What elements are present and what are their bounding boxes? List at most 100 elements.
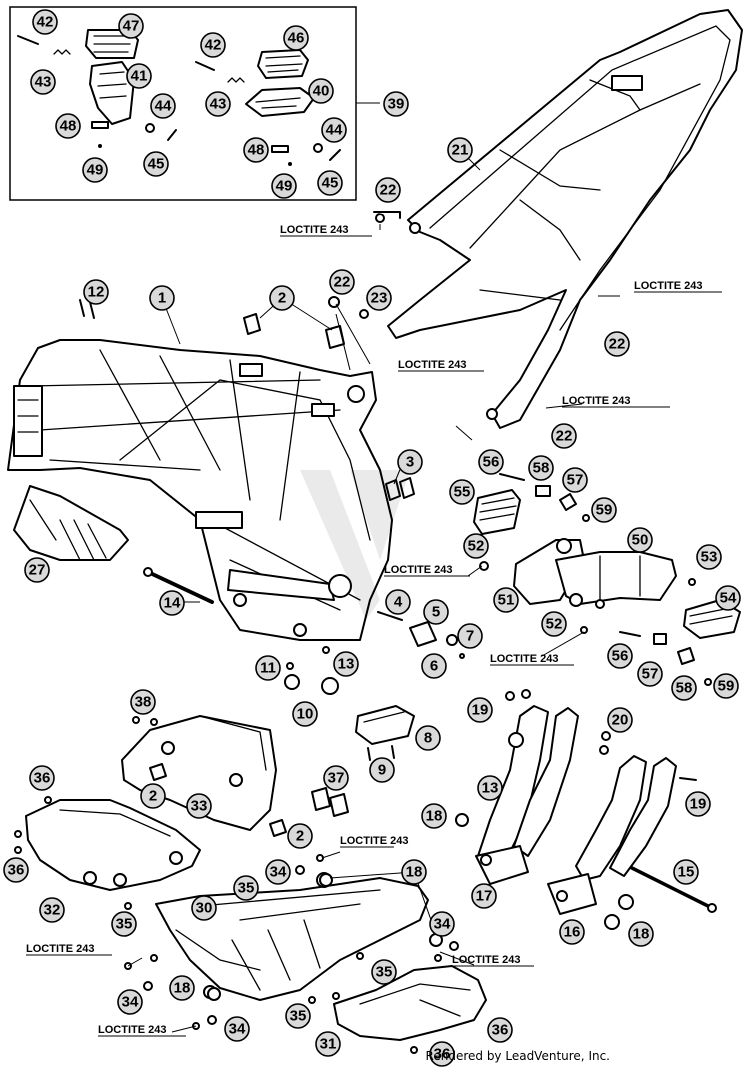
callout-43: 43 — [205, 91, 231, 117]
loctite-note: LOCTITE 243 — [562, 395, 630, 407]
svg-text:36: 36 — [34, 770, 51, 787]
svg-text:22: 22 — [380, 182, 397, 199]
callout-44: 44 — [321, 117, 347, 143]
svg-text:49: 49 — [87, 162, 104, 179]
svg-text:20: 20 — [612, 712, 629, 729]
svg-text:2: 2 — [296, 828, 304, 845]
pivot-bolt — [143, 567, 214, 604]
svg-text:48: 48 — [60, 118, 77, 135]
loctite-note: LOCTITE 243 — [98, 1024, 166, 1036]
callout-52: 52 — [541, 611, 567, 637]
svg-text:46: 46 — [288, 30, 305, 47]
svg-text:13: 13 — [338, 656, 355, 673]
callout-34: 34 — [224, 1016, 250, 1042]
callout-18: 18 — [169, 975, 195, 1001]
grommets-and-bolts — [124, 813, 469, 1030]
svg-text:41: 41 — [131, 68, 148, 85]
callout-57: 57 — [637, 661, 663, 687]
callout-43: 43 — [30, 69, 56, 95]
svg-text:36: 36 — [8, 862, 25, 879]
callout-58: 58 — [671, 675, 697, 701]
svg-text:3: 3 — [406, 454, 414, 471]
callout-38: 38 — [130, 689, 156, 715]
callout-23: 23 — [366, 285, 392, 311]
callout-30: 30 — [191, 895, 217, 921]
callout-14: 14 — [159, 590, 185, 616]
loctite-note: LOCTITE 243 — [398, 359, 466, 371]
callout-45: 45 — [143, 151, 169, 177]
callout-3: 3 — [397, 449, 423, 475]
loctite-note: LOCTITE 243 — [490, 653, 558, 665]
svg-text:58: 58 — [676, 680, 693, 697]
footpeg-bracket-assembly — [473, 473, 741, 686]
callout-22: 22 — [551, 423, 577, 449]
svg-text:6: 6 — [430, 658, 438, 675]
svg-text:49: 49 — [276, 178, 293, 195]
svg-text:9: 9 — [378, 762, 386, 779]
frame-hardware — [79, 211, 415, 501]
svg-text:48: 48 — [248, 142, 265, 159]
callout-18: 18 — [401, 859, 427, 885]
main-frame — [7, 339, 393, 641]
loctite-note: LOCTITE 243 — [634, 280, 702, 292]
callout-48: 48 — [55, 113, 81, 139]
svg-text:13: 13 — [482, 780, 499, 797]
svg-text:53: 53 — [701, 549, 718, 566]
callout-58: 58 — [528, 455, 554, 481]
callout-57: 57 — [562, 467, 588, 493]
svg-text:59: 59 — [718, 678, 735, 695]
callout-45: 45 — [317, 170, 343, 196]
callout-54: 54 — [715, 585, 741, 611]
callout-34: 34 — [429, 911, 455, 937]
callout-11: 11 — [255, 655, 281, 681]
callout-22: 22 — [375, 177, 401, 203]
svg-text:5: 5 — [432, 604, 440, 621]
svg-text:8: 8 — [424, 730, 432, 747]
svg-text:19: 19 — [690, 796, 707, 813]
svg-text:51: 51 — [498, 592, 515, 609]
callout-31: 31 — [315, 1031, 341, 1057]
svg-text:44: 44 — [155, 98, 172, 115]
svg-text:35: 35 — [116, 916, 133, 933]
callout-17: 17 — [471, 883, 497, 909]
callout-37: 37 — [323, 765, 349, 791]
svg-text:42: 42 — [37, 14, 54, 31]
svg-text:40: 40 — [313, 83, 330, 100]
svg-text:2: 2 — [149, 788, 157, 805]
callout-2: 2 — [140, 783, 166, 809]
callout-36: 36 — [3, 857, 29, 883]
svg-text:4: 4 — [394, 594, 403, 611]
loctite-note: LOCTITE 243 — [280, 224, 348, 236]
engine-guard-upper — [121, 715, 287, 837]
svg-text:34: 34 — [122, 994, 139, 1011]
callout-6: 6 — [421, 653, 447, 679]
rear-skid-plate — [296, 965, 487, 1054]
svg-text:23: 23 — [371, 290, 388, 307]
callout-56: 56 — [478, 449, 504, 475]
svg-text:44: 44 — [326, 122, 343, 139]
svg-text:12: 12 — [88, 284, 105, 301]
callout-56: 56 — [607, 643, 633, 669]
svg-text:55: 55 — [454, 484, 471, 501]
svg-text:30: 30 — [196, 900, 213, 917]
callout-8: 8 — [415, 725, 441, 751]
callout-36: 36 — [487, 1017, 513, 1043]
svg-text:36: 36 — [492, 1022, 509, 1039]
callout-22: 22 — [329, 269, 355, 295]
svg-text:43: 43 — [210, 96, 227, 113]
callout-20: 20 — [607, 707, 633, 733]
svg-text:42: 42 — [205, 37, 222, 54]
callout-13: 13 — [477, 775, 503, 801]
svg-text:16: 16 — [564, 924, 581, 941]
callout-46: 46 — [283, 25, 309, 51]
loctite-note: LOCTITE 243 — [26, 943, 94, 955]
callout-35: 35 — [233, 875, 259, 901]
svg-text:56: 56 — [612, 648, 629, 665]
callout-48: 48 — [243, 137, 269, 163]
svg-text:59: 59 — [596, 502, 613, 519]
engine-mount-parts — [284, 611, 465, 695]
svg-text:18: 18 — [633, 926, 650, 943]
callout-34: 34 — [117, 989, 143, 1015]
